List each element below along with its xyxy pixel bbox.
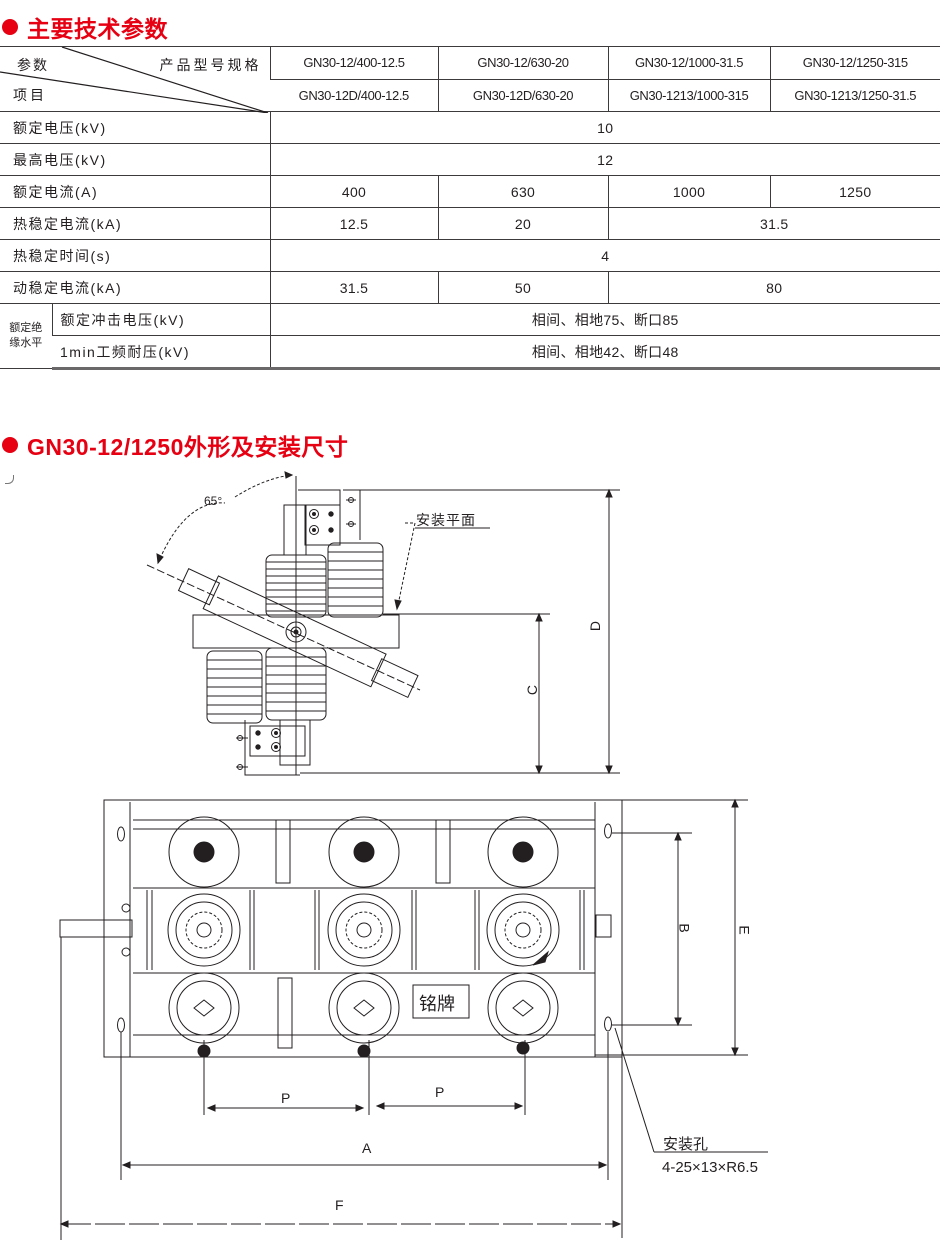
table-row-power-freq-voltage: 1min工频耐压(kV) 相间、相地42、断口48 [0,335,940,370]
mount-hole-spec: 4-25×13×R6.5 [662,1159,758,1176]
row-label: 最高电压(kV) [0,143,270,176]
table-row-thermal-current: 热稳定电流(kA) 12.5 20 31.5 [0,207,940,240]
dim-D-label: D [587,620,604,632]
corner-item-label: 项目 [13,87,47,103]
pole-3 [486,816,560,1115]
section-title-specs: 主要技术参数 [2,10,168,44]
section-title-drawing-text: GN30-12/1250外形及安装尺寸 [27,434,349,460]
bullet-dot-icon [2,437,18,453]
corner-model-label: 产品型号规格 [159,57,262,73]
row-label: 1min工频耐压(kV) [52,335,270,370]
table-corner-header: 参数 产品型号规格 项目 [0,46,270,113]
pole-2 [327,816,401,1115]
angle-label: 65° [204,494,223,508]
section-title-drawing: GN30-12/1250外形及安装尺寸 [2,428,348,462]
mount-hole-label: 安装孔 [663,1136,709,1153]
model-cell: GN30-12D/630-20 [437,78,608,112]
front-view [59,798,768,1240]
upper-insulator [265,554,327,618]
row-label: 热稳定时间(s) [0,239,270,272]
bullet-dot-icon [2,19,18,35]
model-cell: GN30-12/1000-31.5 [607,46,770,80]
table-header-row-2: GN30-12D/400-12.5 GN30-12D/630-20 GN30-1… [0,78,940,112]
table-row-dynamic-current: 动稳定电流(kA) 31.5 50 80 [0,271,940,304]
diagonal-divider-lines [0,47,269,113]
model-cell: GN30-12D/400-12.5 [270,78,438,112]
dim-C-label: C [524,684,541,696]
table-header-row-1: 参数 产品型号规格 项目 GN30-12/400-12.5 GN30-12/63… [0,46,940,113]
dim-E-label: E [736,925,753,935]
row-label: 额定冲击电压(kV) [51,303,270,336]
pole-1 [167,816,241,1115]
table-row-max-voltage: 最高电压(kV) 12 [0,143,940,176]
scan-mark [5,475,14,484]
spec-table: 参数 产品型号规格 项目 GN30-12/400-12.5 GN30-12/63… [0,46,940,370]
section-title-specs-text: 主要技术参数 [27,16,168,42]
row-value: 80 [607,271,940,304]
table-row-rated-current: 额定电流(A) 400 630 1000 1250 [0,175,940,208]
dim-A-label: A [362,1140,372,1156]
row-value: 12.5 [269,207,438,240]
side-view [146,471,620,776]
dim-P2-label: P [435,1084,445,1100]
row-value: 630 [437,175,608,208]
model-cell: GN30-12/400-12.5 [269,46,438,80]
row-value: 相间、相地42、断口48 [269,335,940,370]
dim-P1-label: P [281,1090,291,1106]
upper-insulator-right [327,542,384,618]
row-value: 31.5 [269,271,438,304]
corner-param-label: 参数 [17,57,49,73]
row-value: 31.5 [607,207,940,240]
row-label: 动稳定电流(kA) [0,271,270,304]
insulation-group-label: 额定绝缘水平 [0,303,52,369]
row-value: 1250 [769,175,940,208]
row-value: 20 [437,207,608,240]
nameplate-box [412,984,470,1019]
row-label: 额定电压(kV) [0,111,270,144]
model-cell: GN30-12/1250-315 [769,46,940,80]
dim-F-label: F [335,1197,344,1213]
mount-plane-label: 安装平面 [416,512,476,528]
row-value: 1000 [607,175,770,208]
nameplate-label: 铭牌 [419,994,455,1014]
model-cell: GN30-1213/1250-31.5 [769,78,940,112]
table-row-rated-voltage: 额定电压(kV) 10 [0,111,940,144]
dim-B-label: B [676,923,693,933]
lower-insulators [206,647,327,724]
